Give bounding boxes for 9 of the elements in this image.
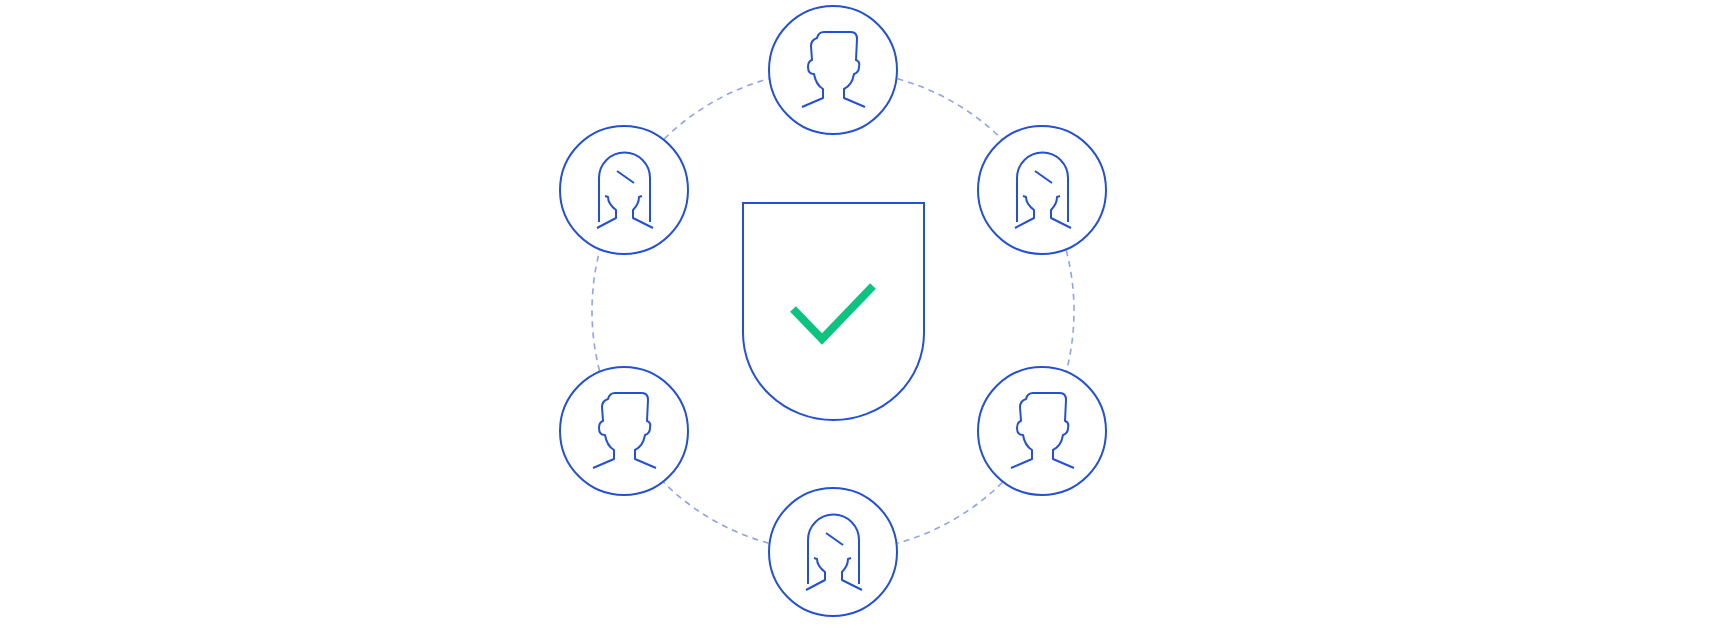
avatar-circle bbox=[768, 5, 898, 135]
dashed-connector bbox=[662, 481, 770, 545]
avatar-circle bbox=[768, 487, 898, 617]
avatar-circle bbox=[559, 125, 689, 255]
avatar-circle bbox=[559, 366, 689, 496]
avatar-circle bbox=[977, 366, 1107, 496]
dashed-connector bbox=[896, 481, 1004, 545]
avatar-circle bbox=[977, 125, 1107, 255]
shield-shape bbox=[742, 202, 925, 422]
